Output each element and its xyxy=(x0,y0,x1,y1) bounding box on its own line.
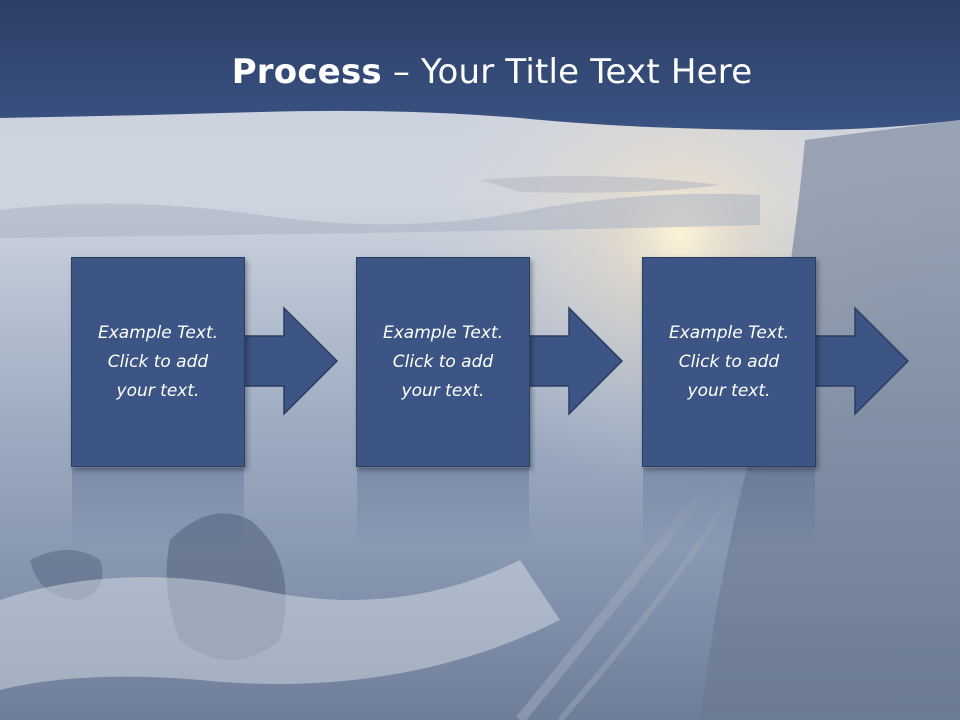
step-1-arrow xyxy=(240,306,339,416)
step-2-reflection xyxy=(357,468,529,548)
step-2-text: Example Text. Click to add your text. xyxy=(382,322,504,401)
step-3-box[interactable]: Example Text. Click to add your text. xyxy=(642,257,816,467)
title-bold: Process xyxy=(231,52,382,92)
step-3-text: Example Text. Click to add your text. xyxy=(668,322,790,401)
step-2-box[interactable]: Example Text. Click to add your text. xyxy=(356,257,530,467)
step-1-text: Example Text. Click to add your text. xyxy=(97,322,219,401)
step-3-reflection xyxy=(643,468,815,548)
header-band xyxy=(0,0,960,130)
step-1-box[interactable]: Example Text. Click to add your text. xyxy=(71,257,245,467)
title-rest: – Your Title Text Here xyxy=(381,52,753,92)
step-2-arrow xyxy=(525,306,624,416)
step-3-arrow xyxy=(811,306,910,416)
slide-title[interactable]: Process – Your Title Text Here xyxy=(0,52,960,92)
step-1-reflection xyxy=(72,468,244,548)
